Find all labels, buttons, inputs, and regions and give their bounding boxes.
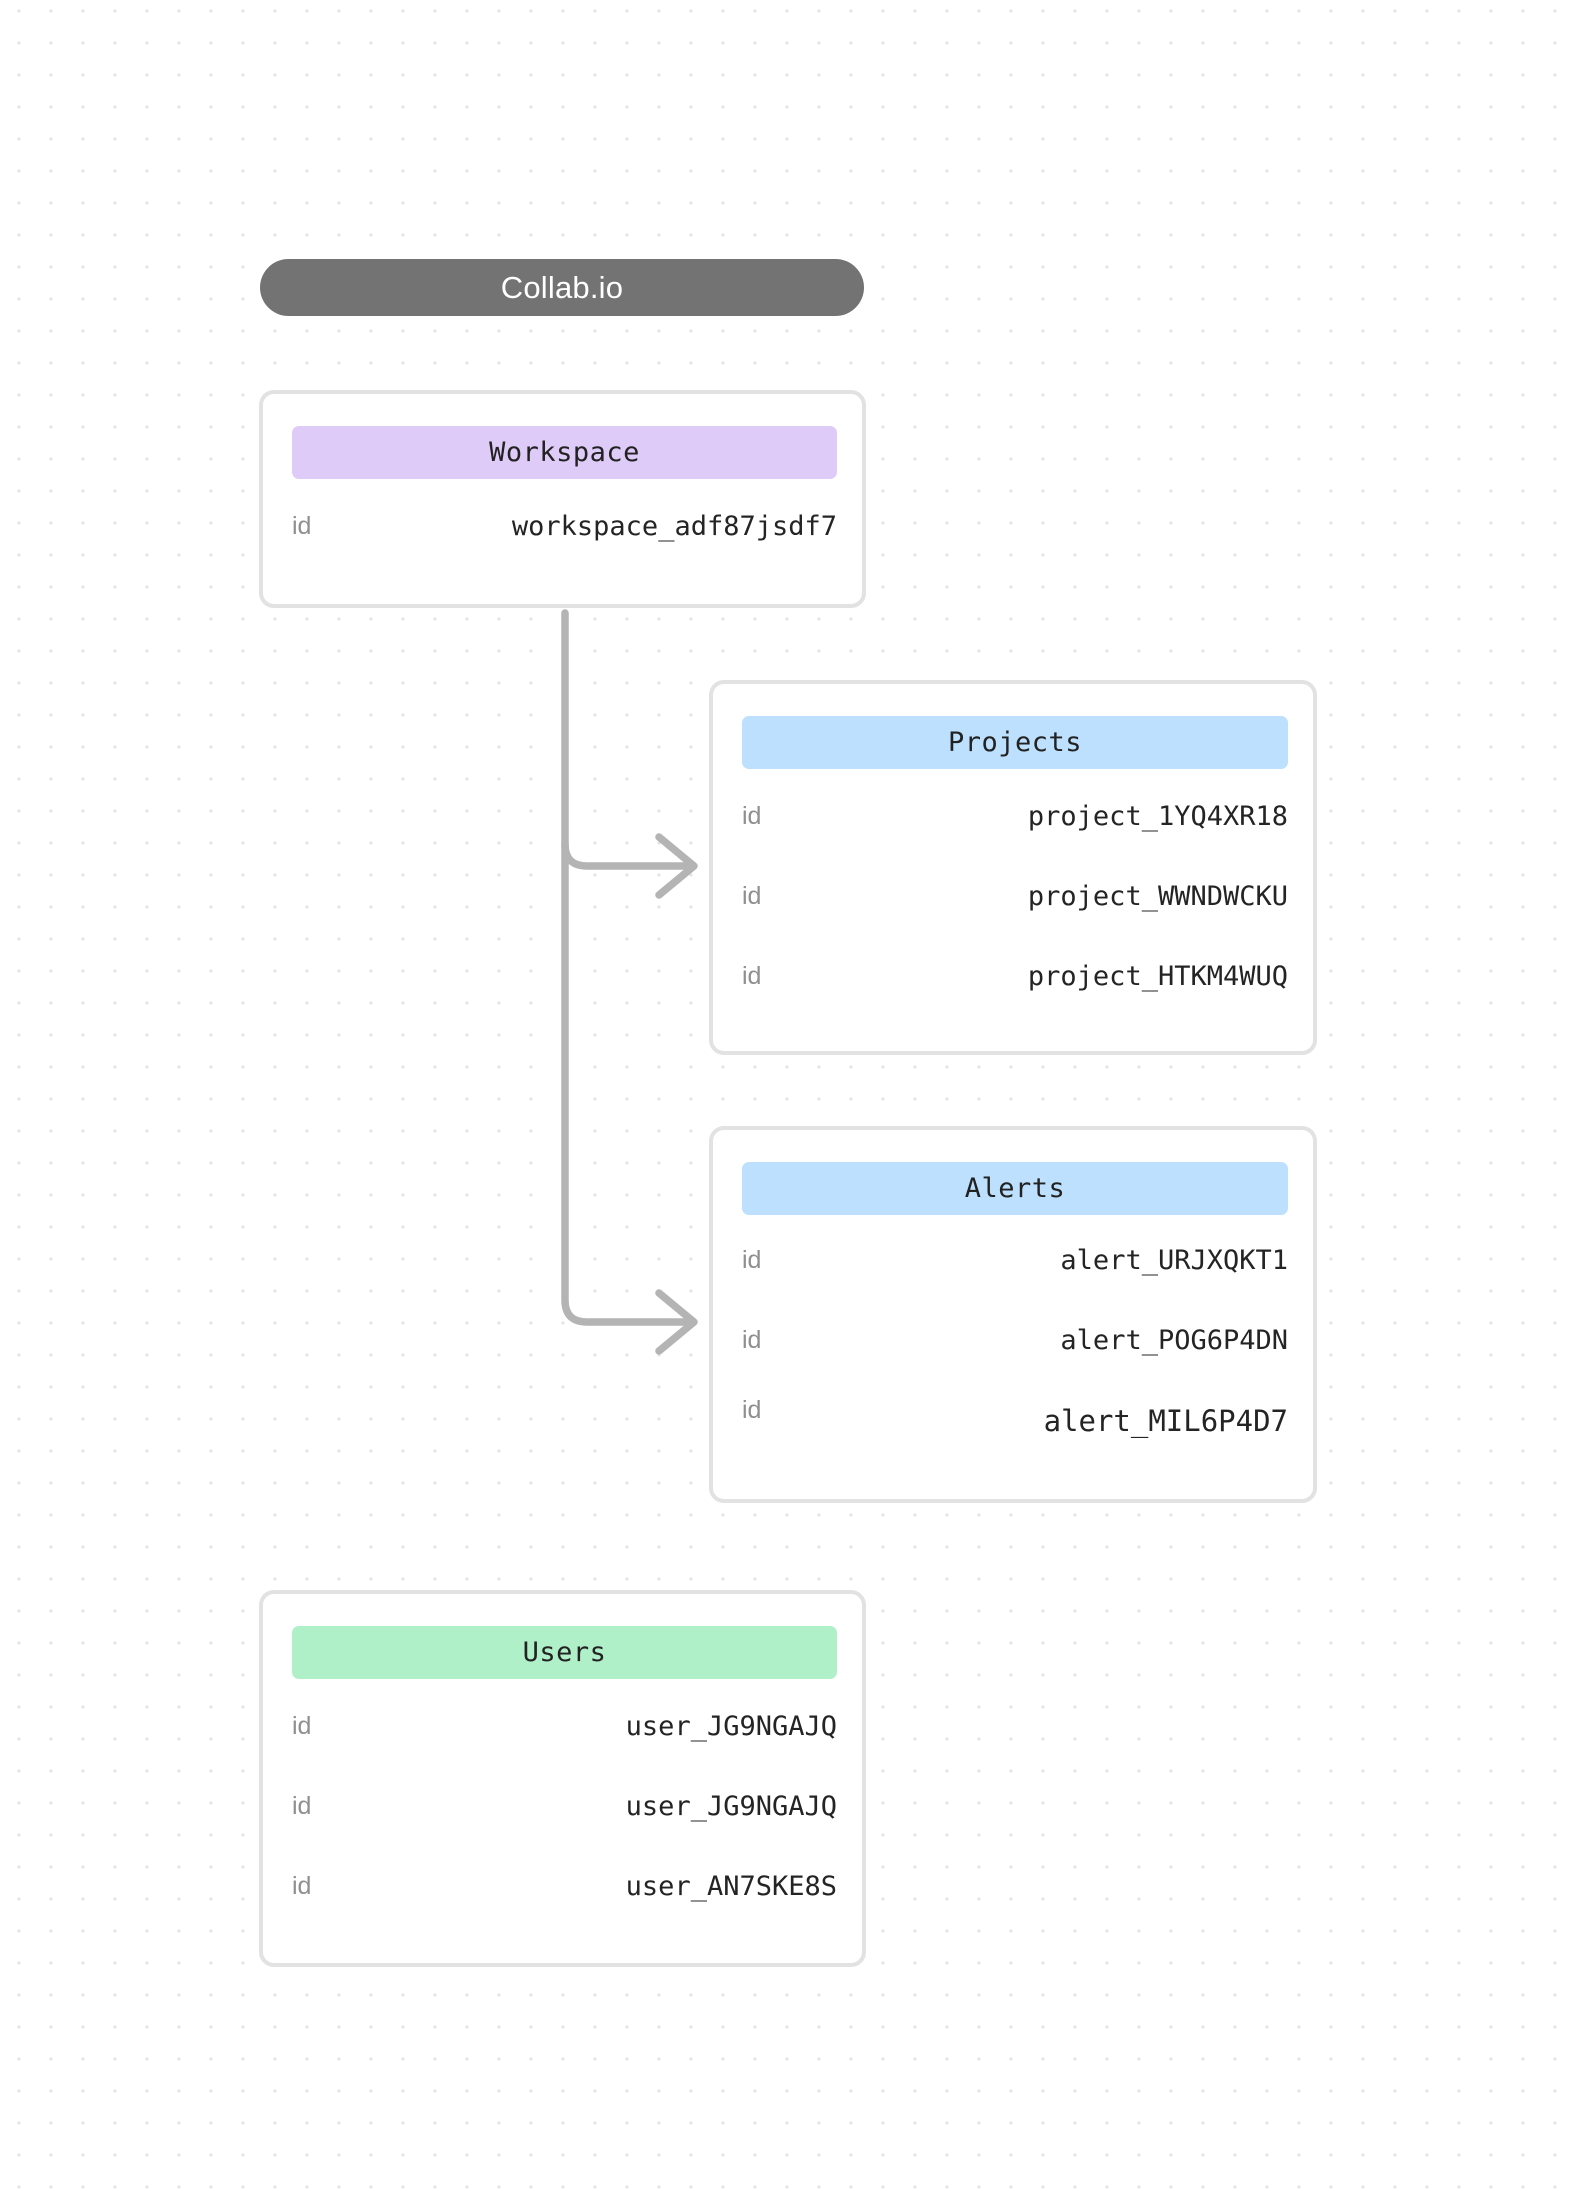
diagram-title-pill: Collab.io xyxy=(260,259,864,316)
row-key: id xyxy=(292,511,312,540)
entity-header-label: Alerts xyxy=(964,1173,1066,1204)
row-key: id xyxy=(292,1711,312,1740)
row-value: project_HTKM4WUQ xyxy=(1027,960,1288,992)
connector-trunk xyxy=(561,609,692,1326)
arrowhead-projects xyxy=(655,833,698,899)
row-key: id xyxy=(742,881,762,910)
entity-header-alerts: Alerts xyxy=(742,1162,1288,1215)
arrowhead-alerts xyxy=(655,1289,698,1355)
entity-header-users: Users xyxy=(292,1626,837,1679)
entity-header-projects: Projects xyxy=(742,716,1288,769)
connector-workspace-projects xyxy=(561,840,692,870)
entity-row: id user_JG9NGAJQ xyxy=(292,1706,837,1746)
entity-row: id project_HTKM4WUQ xyxy=(742,956,1288,996)
row-value: user_AN7SKE8S xyxy=(625,1870,837,1902)
row-key: id xyxy=(742,801,762,830)
row-key: id xyxy=(292,1791,312,1820)
row-key: id xyxy=(292,1871,312,1900)
row-value: user_JG9NGAJQ xyxy=(625,1790,837,1822)
diagram-title-label: Collab.io xyxy=(500,270,624,305)
entity-row: id alert_URJXQKT1 xyxy=(742,1240,1288,1280)
entity-row: id alert_MIL6P4D7 xyxy=(742,1398,1288,1438)
entity-header-label: Workspace xyxy=(489,437,640,468)
entity-card-users[interactable]: Users id user_JG9NGAJQ id user_JG9NGAJQ … xyxy=(259,1590,866,1967)
entity-card-projects[interactable]: Projects id project_1YQ4XR18 id project_… xyxy=(709,680,1317,1055)
row-value: alert_URJXQKT1 xyxy=(1060,1244,1288,1276)
entity-card-alerts[interactable]: Alerts id alert_URJXQKT1 id alert_POG6P4… xyxy=(709,1126,1317,1503)
entity-card-workspace[interactable]: Workspace id workspace_adf87jsdf7 xyxy=(259,390,866,608)
row-value: alert_POG6P4DN xyxy=(1060,1324,1288,1356)
entity-row: id alert_POG6P4DN xyxy=(742,1320,1288,1360)
entity-row: id project_WWNDWCKU xyxy=(742,876,1288,916)
entity-row: id user_AN7SKE8S xyxy=(292,1866,837,1906)
row-key: id xyxy=(742,1245,762,1274)
entity-header-label: Projects xyxy=(947,727,1083,758)
entity-row: id user_JG9NGAJQ xyxy=(292,1786,837,1826)
row-key: id xyxy=(742,1325,762,1354)
row-key: id xyxy=(742,1396,762,1424)
row-value: project_WWNDWCKU xyxy=(1027,880,1288,912)
row-key: id xyxy=(742,961,762,990)
row-value: alert_MIL6P4D7 xyxy=(1043,1404,1288,1438)
row-value: project_1YQ4XR18 xyxy=(1027,800,1288,832)
row-value: user_JG9NGAJQ xyxy=(625,1710,837,1742)
entity-row: id workspace_adf87jsdf7 xyxy=(292,506,837,546)
entity-header-label: Users xyxy=(522,1637,607,1668)
entity-header-workspace: Workspace xyxy=(292,426,837,479)
row-value: workspace_adf87jsdf7 xyxy=(511,510,837,542)
entity-row: id project_1YQ4XR18 xyxy=(742,796,1288,836)
